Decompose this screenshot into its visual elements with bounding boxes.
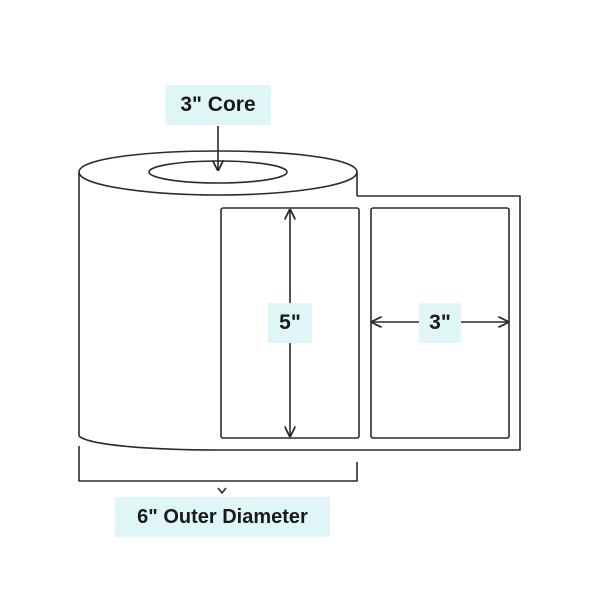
- outer-diameter-bracket: [78, 446, 358, 482]
- core-size-label: 3" Core: [165, 85, 271, 125]
- label-height-label: 5": [268, 303, 312, 343]
- liner-outline: [218, 195, 521, 451]
- outer-diameter-chevron-icon: [217, 487, 227, 494]
- label-width-label: 3": [419, 303, 461, 343]
- roll-bottom-curve: [78, 435, 219, 451]
- label-left: [220, 207, 360, 439]
- outer-diameter-label: 6" Outer Diameter: [115, 497, 330, 537]
